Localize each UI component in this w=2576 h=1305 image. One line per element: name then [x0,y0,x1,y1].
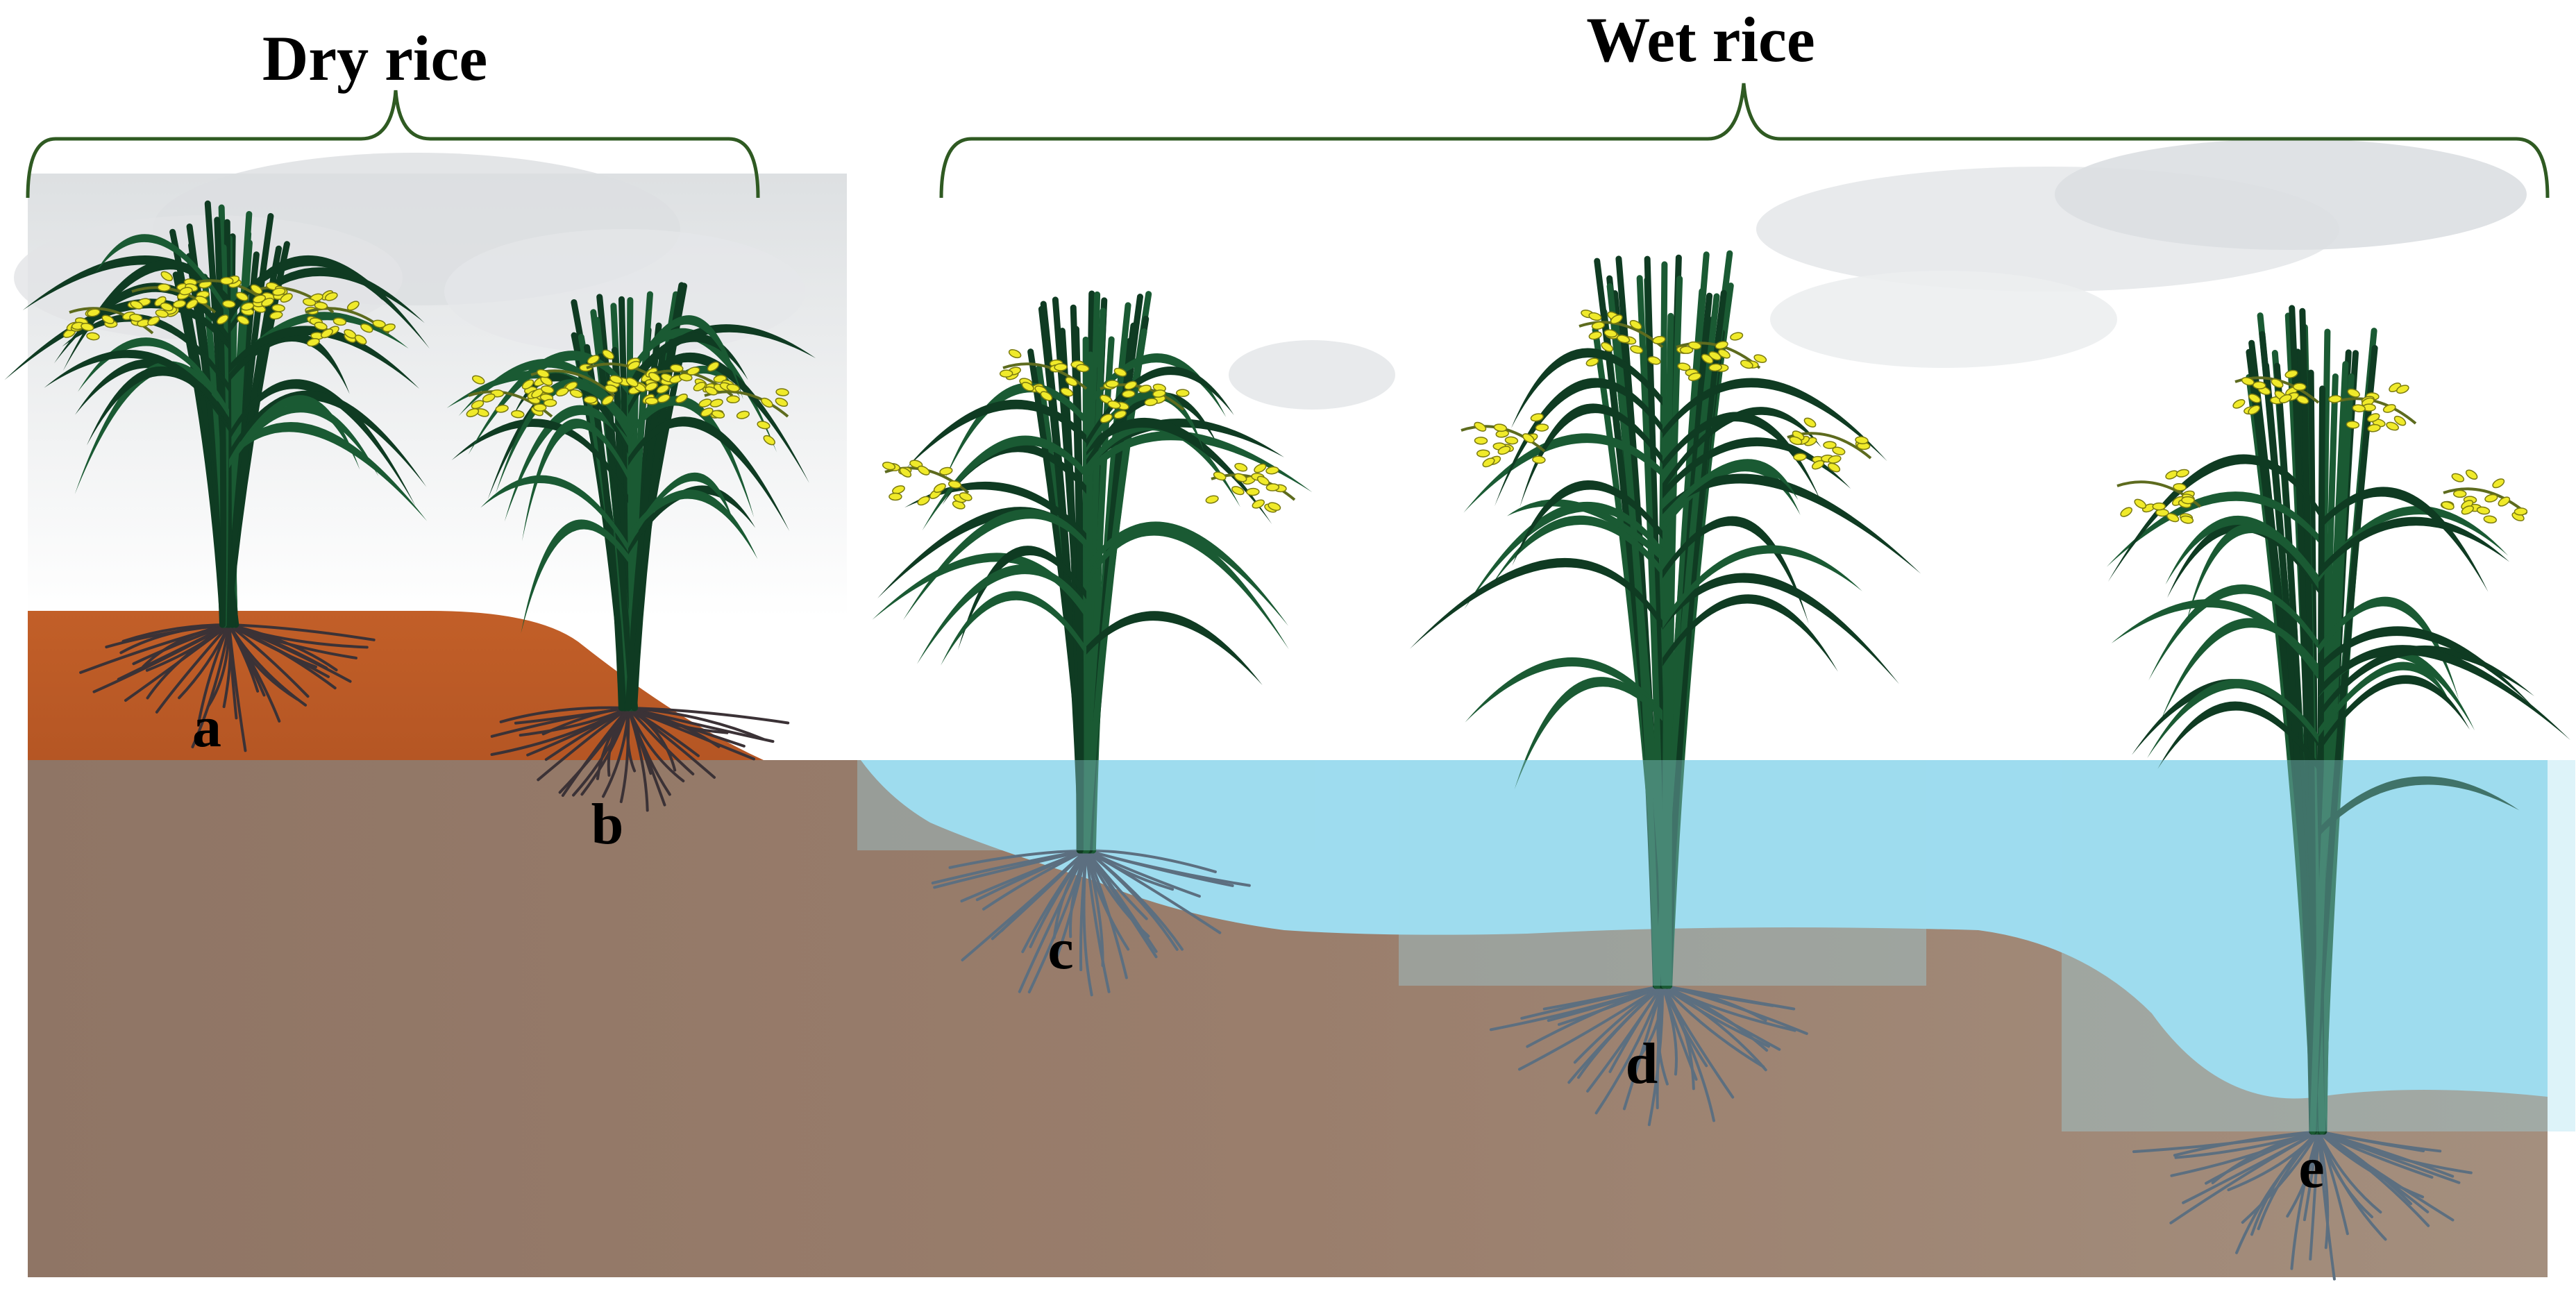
roots-a [79,623,376,752]
plant-label-c: c [1047,917,1073,982]
roots-e [2132,1130,2473,1281]
submerged-tint-e [2062,760,2575,1131]
leaves-b [446,315,816,634]
plant-label-d: d [1626,1032,1658,1096]
grains-b [466,349,789,446]
roots-b [490,706,790,812]
plant-label-b: b [591,792,624,857]
grains-a [62,271,396,347]
leaves-c [872,353,1313,686]
rice-plant-d [1399,250,1926,1127]
submerged-tint-c [857,760,1315,850]
roots-c [931,849,1251,997]
dry-rice-title: Dry rice [262,23,487,94]
leaves-e [2106,454,2570,837]
grains-c [882,348,1296,513]
leaves-d [1409,348,1921,790]
plant-label-a: a [192,695,221,759]
grains-d [1460,310,1872,473]
sky-background [14,139,2527,618]
plant-label-e: e [2298,1136,2324,1200]
roots-d [1489,984,1808,1127]
dry-rice-bracket [26,90,760,199]
dry-soil-mound [28,611,764,760]
rice-plant-c [857,290,1315,997]
leaves-a [4,234,430,521]
plants-layer [4,200,2575,1281]
submerged-tint-d [1399,760,1926,986]
water-body [861,760,2548,1099]
rice-plant-a [4,200,430,752]
wet-rice-bracket [939,83,2550,199]
grains-e [2116,369,2528,524]
rice-plant-b [446,282,816,812]
rice-plant-e [2062,305,2575,1281]
wet-rice-title: Wet rice [1586,4,1815,75]
